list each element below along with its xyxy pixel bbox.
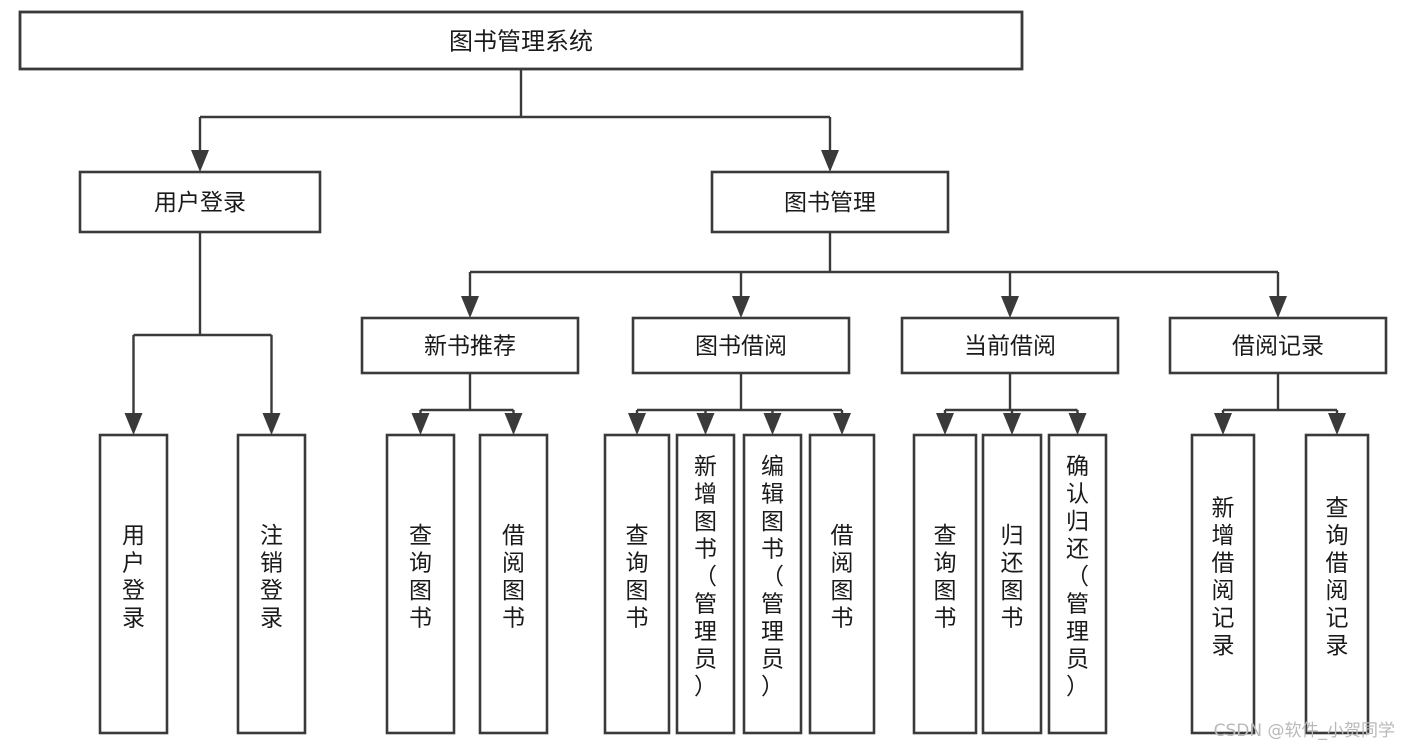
arrow-head-icon [124,413,143,435]
node-current-confirm-return[interactable]: 确认归还（管理员） [1047,433,1108,735]
arrow-head-icon [1214,413,1232,435]
arrow-head-icon [411,413,430,435]
node-box [236,433,307,735]
node-current-borrow[interactable]: 当前借阅 [900,316,1120,375]
node-label: 图书管理 [784,190,876,216]
arrow-head-icon [1269,296,1287,318]
arrow-head-icon [821,150,839,172]
node-book-borrow[interactable]: 图书借阅 [631,316,851,375]
node-label: 确认归还（管理员） [1066,454,1089,700]
node-label: 新增图书（管理员） [694,454,717,700]
node-label: 当前借阅 [964,334,1056,360]
node-box [18,10,1024,71]
arrow-head-icon [262,413,281,435]
node-current-query-book[interactable]: 查询图书 [912,433,978,735]
node-box [900,316,1120,375]
node-label: 新增借阅记录 [1212,495,1235,659]
arrow-head-icon [763,413,782,435]
arrow-head-icon [191,150,209,172]
node-label: 查询图书 [409,523,432,632]
node-label: 借阅图书 [502,523,525,632]
node-label: 查询借阅记录 [1326,495,1349,659]
node-records-add-record[interactable]: 新增借阅记录 [1190,433,1256,735]
node-user-login[interactable]: 用户登录 [78,170,322,234]
node-box [1190,433,1256,735]
node-borrow-records[interactable]: 借阅记录 [1168,316,1388,375]
arrow-head-icon [696,413,715,435]
node-new-book-recommend[interactable]: 新书推荐 [360,316,580,375]
node-root[interactable]: 图书管理系统 [18,10,1024,71]
node-label: 归还图书 [1001,523,1024,632]
node-label: 注销登录 [260,523,283,632]
node-box [360,316,580,375]
node-box [98,433,169,735]
node-box [710,170,950,234]
node-recommend-query-book[interactable]: 查询图书 [385,433,456,735]
node-box [912,433,978,735]
node-current-return-book[interactable]: 归还图书 [981,433,1043,735]
node-box [1168,316,1388,375]
node-book-management[interactable]: 图书管理 [710,170,950,234]
node-recommend-borrow-book[interactable]: 借阅图书 [478,433,549,735]
node-label: 查询图书 [626,523,649,632]
node-label: 用户登录 [154,190,246,216]
arrow-head-icon [833,413,851,435]
node-borrow-edit-book[interactable]: 编辑图书（管理员） [742,433,803,735]
node-box [1047,433,1108,735]
node-user-login-login[interactable]: 用户登录 [98,433,169,735]
arrow-head-icon [732,296,750,318]
arrow-head-icon [1001,296,1019,318]
boxes-layer: 图书管理系统用户登录图书管理用户登录注销登录新书推荐图书借阅当前借阅借阅记录查询… [18,10,1388,735]
node-user-login-logout[interactable]: 注销登录 [236,433,307,735]
arrow-head-icon [1328,413,1346,435]
node-box [385,433,456,735]
node-label: 图书管理系统 [449,28,593,56]
node-label: 查询图书 [934,523,957,632]
arrow-head-icon [504,413,523,435]
node-label: 借阅记录 [1232,334,1324,360]
node-records-query-record[interactable]: 查询借阅记录 [1304,433,1370,735]
node-label: 新书推荐 [424,334,516,360]
arrow-head-icon [936,413,954,435]
node-borrow-query-book[interactable]: 查询图书 [603,433,671,735]
node-box [603,433,671,735]
csdn-watermark: CSDN @软件_小贺同学 [1213,721,1395,741]
node-box [78,170,322,234]
arrow-head-icon [461,296,479,318]
node-box [981,433,1043,735]
node-label: 用户登录 [122,523,145,632]
node-box [631,316,851,375]
arrow-head-icon [628,413,646,435]
node-box [478,433,549,735]
node-box [742,433,803,735]
node-box [675,433,736,735]
node-box [808,433,876,735]
arrow-head-icon [1068,413,1087,435]
node-borrow-add-book[interactable]: 新增图书（管理员） [675,433,736,735]
node-borrow-borrow-book[interactable]: 借阅图书 [808,433,876,735]
connectors-layer [124,69,1346,435]
node-label: 编辑图书（管理员） [761,454,784,700]
node-label: 图书借阅 [695,334,787,360]
node-label: 借阅图书 [831,523,854,632]
arrow-head-icon [1003,413,1021,435]
node-box [1304,433,1370,735]
